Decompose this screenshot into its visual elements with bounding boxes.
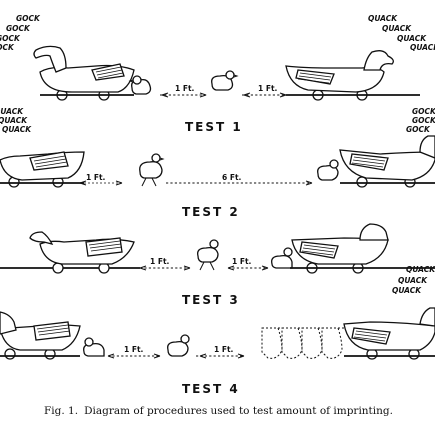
right-call-2: QUACK: [398, 276, 428, 285]
left-call-3: GOCK: [0, 34, 21, 43]
test-3-panel: 1 Ft. 1 Ft. TEST 3: [0, 223, 435, 307]
right-call-3: QUACK: [397, 34, 427, 43]
distance-label-1: 1 Ft.: [86, 173, 106, 182]
right-call-2: QUACK: [382, 24, 412, 33]
right-call-4: QUACK: [410, 43, 435, 52]
caption-text: Fig. 1. Diagram of procedures used to tes…: [44, 405, 393, 417]
chick-walking: [139, 153, 165, 187]
chick-center: [211, 70, 239, 91]
test-2-panel: QUACK QUACK QUACK GOCK GOCK GOCK 1 Ft. 6…: [0, 107, 435, 219]
chick-center: [197, 239, 219, 271]
distance-label-1: 1 Ft.: [150, 257, 170, 266]
left-call-4: GOCK: [0, 43, 15, 52]
decoy-mallard-left: [33, 45, 135, 101]
decoy-mallard-right: [339, 135, 435, 188]
right-call-3: QUACK: [392, 286, 422, 295]
right-call-1: QUACK: [406, 265, 435, 274]
left-call-3: QUACK: [2, 125, 32, 134]
distance-label-2: 1 Ft.: [214, 345, 234, 354]
left-call-1: GOCK: [16, 14, 41, 23]
test-1-panel: GOCK GOCK GOCK GOCK QUACK QUACK QUACK QU…: [0, 14, 435, 134]
chick-left: [83, 337, 105, 357]
chick-center: [167, 334, 190, 357]
decoy-white-right: [343, 307, 435, 360]
left-call-2: GOCK: [6, 24, 31, 33]
right-call-3: GOCK: [406, 125, 431, 134]
test-2-label: TEST 2: [182, 205, 240, 219]
left-call-1: QUACK: [0, 107, 24, 116]
test-3-label: TEST 3: [182, 293, 240, 307]
chick-right: [317, 159, 339, 181]
decoy-mallard-left: [0, 311, 81, 360]
decoy-white-right: [285, 50, 394, 101]
right-call-1: GOCK: [412, 107, 435, 116]
decoy-white-left: [0, 151, 85, 188]
figure-caption: Fig. 1. Diagram of procedures used to tes…: [44, 405, 393, 417]
chick-right: [271, 247, 293, 269]
distance-label-2: 1 Ft.: [232, 257, 252, 266]
test-4-panel: QUACK QUACK QUACK 1 Ft. 1 Ft.: [0, 265, 435, 396]
right-call-2: GOCK: [412, 116, 435, 125]
chick-left: [128, 75, 152, 95]
moving-decoy-trail: [261, 327, 350, 359]
caption-body: Diagram of procedures used to test amoun…: [84, 405, 393, 417]
test-1-label: TEST 1: [185, 120, 243, 134]
left-call-2: QUACK: [0, 116, 28, 125]
decoy-mallard-right: [291, 223, 389, 274]
distance-label-1: 1 Ft.: [175, 84, 195, 93]
caption-fig-label: Fig. 1.: [44, 405, 78, 417]
distance-label-2: 1 Ft.: [258, 84, 278, 93]
distance-label-1: 1 Ft.: [124, 345, 144, 354]
distance-label-2: 6 Ft.: [222, 173, 242, 182]
right-call-1: QUACK: [368, 14, 398, 23]
decoy-white-left: [29, 231, 135, 274]
test-4-label: TEST 4: [182, 382, 240, 396]
